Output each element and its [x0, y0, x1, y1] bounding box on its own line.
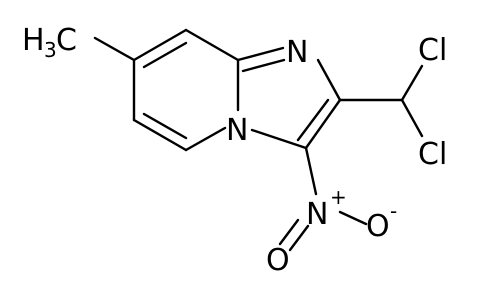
bond-c6-c5 — [132, 118, 188, 152]
bond-c7-c8-inner — [142, 41, 188, 69]
bond-chcl2-cl-top — [400, 64, 424, 102]
bond-n-o-single — [338, 210, 368, 226]
bond-c8a-n1 — [236, 46, 285, 62]
bond-c8-c8a — [184, 28, 240, 62]
atom-methyl-subscript: 3 — [44, 38, 57, 62]
bond-c5-n4 — [184, 126, 227, 152]
bond-c6-c5-inner — [142, 112, 188, 140]
bond-c3-n-nitro — [304, 146, 318, 196]
bond-group — [93, 28, 424, 252]
bond-c7-c8 — [132, 28, 188, 62]
atom-methyl-h: H — [22, 23, 45, 58]
atom-methyl-c: C — [56, 23, 77, 58]
atom-n-imine: N — [286, 35, 308, 70]
atom-o-single: O — [366, 209, 390, 244]
bond-methyl-c7 — [93, 36, 136, 62]
bond-c2-c3-inner — [296, 98, 330, 142]
bond-c3-n4 — [250, 128, 308, 150]
atom-o-single-charge: - — [390, 199, 397, 223]
bond-c2-c3 — [304, 98, 342, 150]
bond-c8a-n1-inner — [241, 58, 286, 73]
bond-n-o-double-b — [278, 218, 300, 246]
atom-n-nitro: N — [306, 197, 328, 232]
atom-cl-bottom: Cl — [418, 137, 447, 172]
bond-chcl2-cl-bottom — [400, 98, 424, 138]
atom-n-bridge: N — [226, 113, 248, 148]
atom-cl-top: Cl — [418, 33, 447, 68]
atom-labels: H 3 C N N N + O - O Cl Cl — [22, 23, 447, 278]
bond-n-o-double-a — [288, 224, 310, 252]
bond-n1-c2 — [316, 58, 342, 102]
atom-o-double: O — [266, 243, 290, 278]
atom-n-nitro-charge: + — [330, 185, 347, 209]
